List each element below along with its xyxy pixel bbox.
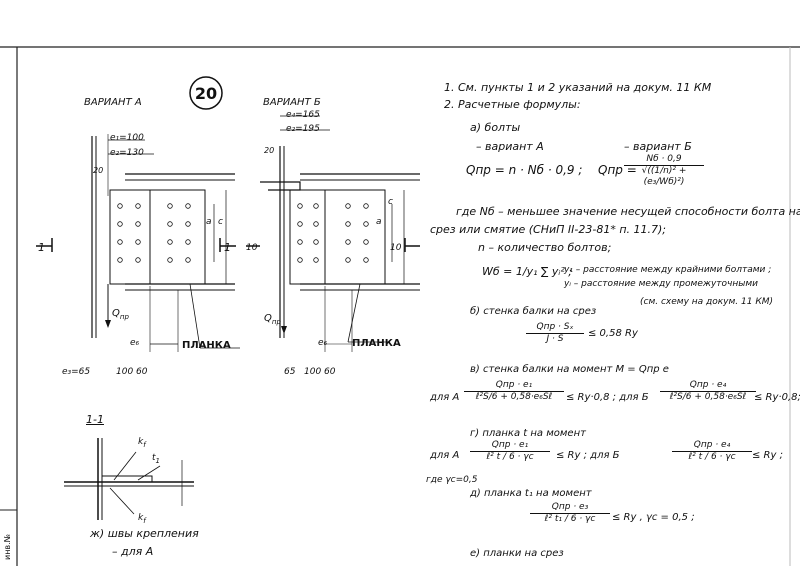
welds-for-a: – для А [112, 545, 154, 558]
formula-bolt-b-num: Nб · 0,9 [624, 154, 704, 166]
where-line-1: где Nб – меньшее значение несущей способ… [456, 205, 800, 218]
dim-100-a: 100 [116, 367, 134, 377]
section-mark-right: 1 [224, 241, 231, 254]
dim-c-b: c [388, 197, 393, 207]
welds-heading: ж) швы крепления [90, 527, 199, 540]
variant-b-note: – вариант Б [624, 140, 692, 153]
dim-100-b: 100 [304, 367, 322, 377]
note-2: 2. Расчетные формулы: [444, 98, 581, 111]
plank-t1-den: ℓ² t₁ / 6 · γc [544, 514, 596, 524]
plank-b-rhs: ≤ Rу ; [752, 450, 783, 461]
dim-60-b: 60 [324, 367, 336, 377]
dim-e6-b: e₆ [318, 338, 328, 348]
bolt-group-b [297, 203, 369, 263]
dim-e2: e₂=130 [110, 148, 144, 158]
planka-label-a: ПЛАНКА [182, 340, 231, 351]
q-label-a: Qпр [112, 308, 129, 321]
y1-def: y₁ – расстояние между крайними болтами ; [564, 265, 772, 275]
formula-wb: Wб = 1/y₁ ∑ yᵢ² ; [482, 265, 572, 278]
variant-a-title: ВАРИАНТ А [84, 97, 142, 108]
dim-10-b: 10 [246, 243, 258, 253]
dim-e3-a: e₃=65 [62, 367, 91, 377]
dim-10-b-right: 10 [390, 243, 402, 253]
sheet-number-circle: 20 [189, 76, 223, 110]
plank-a-fraction: Qпр · e₁ ℓ² t / 6 · γc [470, 440, 550, 463]
variant-b-drawing [246, 115, 420, 352]
dim-e4: e₄=165 [286, 110, 320, 120]
dim-e6-a: e₆ [130, 338, 140, 348]
moment-for-a: для А [430, 392, 460, 403]
sheet-number: 20 [195, 84, 217, 103]
drawing-sheet: 20 ВАРИАНТ А ВАРИАНТ Б [0, 46, 800, 566]
see-scheme: (см. схему на докум. 11 КМ) [640, 297, 774, 307]
section-mark-left: 1 [38, 241, 45, 254]
formula-bolt-b-den: √((1/n)² + (e₃/Wб)²) [641, 166, 687, 187]
variant-a-note: – вариант А [476, 140, 544, 153]
plank-moment-heading: г) планка t на момент [470, 428, 586, 439]
formula-bolt-b-left: Qпр = [598, 163, 637, 177]
dim-e2-b: e₂=195 [286, 124, 320, 134]
moment-a-num: Qпр · e₁ [464, 380, 564, 392]
moment-b-den: ℓ²S/6 + 0,58·e₆Sℓ [669, 392, 747, 402]
plank-b-num: Qпр · e₄ [672, 440, 752, 452]
dim-20-b: 20 [264, 146, 275, 155]
dim-65-b: 65 [284, 367, 296, 377]
moment-b-rhs: ≤ Rу·0,8; [754, 392, 800, 403]
formula-bolt-a: Qпр = n · Nб · 0,9 ; [466, 163, 583, 177]
dim-a-b: a [376, 217, 382, 227]
q-label-b: Qпр [264, 313, 281, 326]
moment-a-den: ℓ²S/6 + 0,58·e₆Sℓ [475, 392, 553, 402]
inventory-number-label: инв.№ [3, 533, 12, 560]
plank-shear-heading: е) планки на срез [470, 548, 564, 559]
dim-a-a: a [206, 217, 212, 227]
moment-b-num: Qпр · e₄ [660, 380, 756, 392]
moment-a-fraction: Qпр · e₁ ℓ²S/6 + 0,58·e₆Sℓ [464, 380, 564, 403]
planka-label-b: ПЛАНКА [352, 338, 401, 349]
dim-c-a: c [218, 217, 223, 227]
beam-shear-rhs: ≤ 0,58 Rу [588, 328, 638, 339]
dim-e1: e₁=100 [110, 133, 144, 143]
plank-t1-fraction: Qпр · e₃ ℓ² t₁ / 6 · γc [530, 502, 610, 525]
variant-b-title: ВАРИАНТ Б [263, 97, 321, 108]
plank-a-den: ℓ² t / 6 · γc [486, 452, 534, 462]
beam-moment-heading: в) стенка балки на момент M = Qпр e [470, 364, 669, 375]
beam-shear-fraction: Qпр · Sₓ J · S [526, 322, 584, 345]
beam-shear-num: Qпр · Sₓ [526, 322, 584, 334]
plank-a-num: Qпр · e₁ [470, 440, 550, 452]
section-title: 1-1 [86, 413, 104, 426]
section-1-1-drawing [64, 438, 194, 520]
plank-for-a: для А [430, 450, 460, 461]
dim-20-a: 20 [93, 166, 104, 175]
bolts-heading: а) болты [470, 121, 521, 134]
beam-shear-heading: б) стенка балки на срез [470, 306, 597, 317]
beam-shear-den: J · S [546, 334, 564, 344]
kf-label-top: kf [138, 437, 146, 449]
plank-a-rhs: ≤ Rу ; для Б [556, 450, 620, 461]
viewer-top-bar [0, 0, 800, 46]
sheet-frame [0, 46, 800, 566]
gamma-note: где γc=0,5 [426, 475, 478, 485]
variant-a-drawing [36, 134, 240, 352]
plank-t1-rhs: ≤ Rу , γc = 0,5 ; [612, 512, 695, 523]
moment-a-rhs: ≤ Rу·0,8 ; для Б [566, 392, 649, 403]
kf-label-bottom: kf [138, 513, 146, 525]
where-line-3: n – количество болтов; [478, 241, 612, 254]
t1-label: t1 [152, 453, 160, 465]
yi-def: yᵢ – расстояние между промежуточными [564, 279, 758, 289]
bolt-group-a [117, 203, 191, 263]
plank-t1-heading: д) планка t₁ на момент [470, 488, 592, 499]
plank-b-fraction: Qпр · e₄ ℓ² t / 6 · γc [672, 440, 752, 463]
dim-60-a: 60 [136, 367, 148, 377]
moment-b-fraction: Qпр · e₄ ℓ²S/6 + 0,58·e₆Sℓ [660, 380, 756, 403]
plank-b-den: ℓ² t / 6 · γc [688, 452, 736, 462]
where-line-2: срез или смятие (СНиП II-23-81* п. 11.7)… [430, 223, 667, 236]
note-1: 1. См. пункты 1 и 2 указаний на докум. 1… [444, 81, 712, 94]
plank-t1-num: Qпр · e₃ [530, 502, 610, 514]
formula-bolt-b-fraction: Nб · 0,9 √((1/n)² + (e₃/Wб)²) [624, 154, 704, 188]
